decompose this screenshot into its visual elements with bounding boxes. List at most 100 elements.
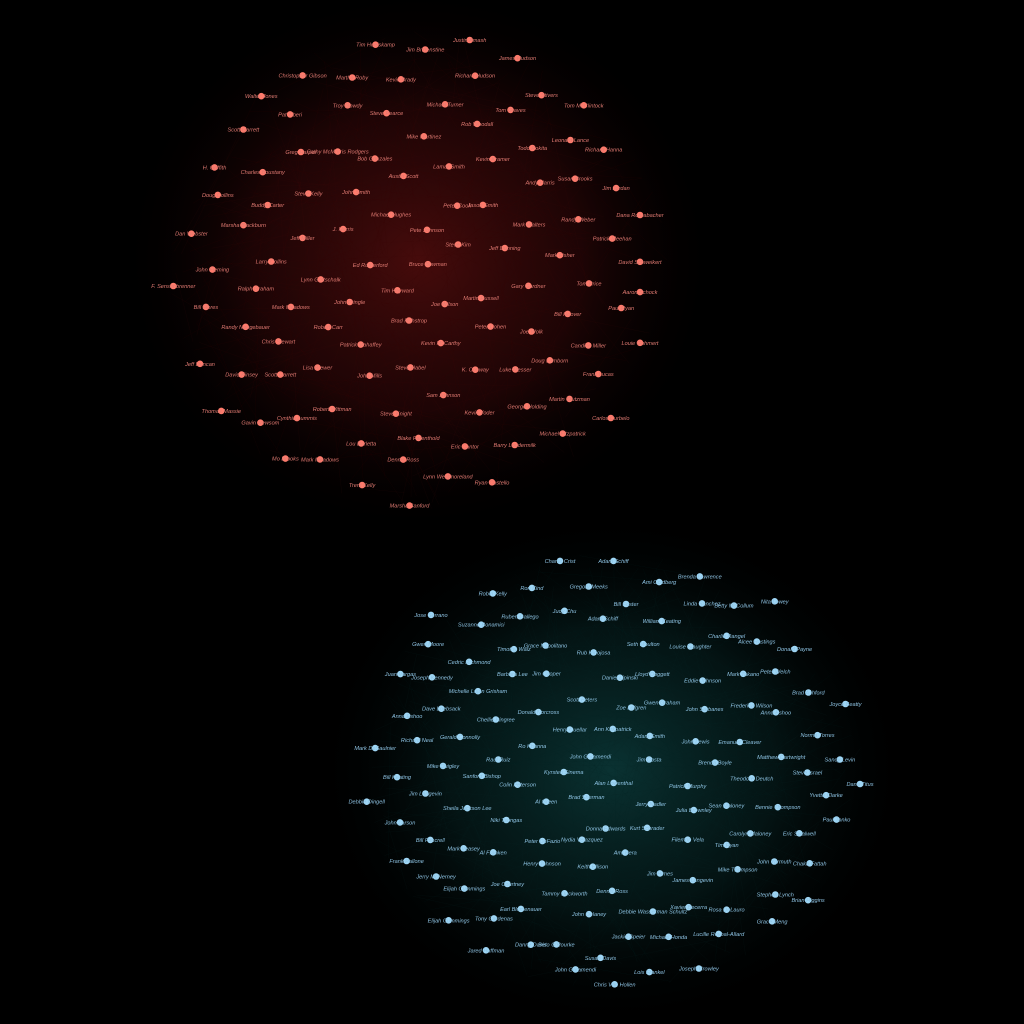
node-label: Lou Barletta [346,441,376,447]
node-label: George Holding [507,404,547,410]
node-dot [542,798,550,805]
edge [520,125,668,261]
network-node: Ami Goldberg [641,578,677,586]
node-label: Lloyd Doggett [635,672,670,678]
network-node: Bruce Bowman [409,260,447,268]
network-node: Michael Fitzpatrick [540,430,587,438]
node-dot [546,357,554,364]
node-label: Grace Napolitano [524,644,568,650]
edge [497,733,627,865]
edge [552,811,626,896]
edge [254,312,470,321]
edge [469,388,597,417]
edge [194,261,273,401]
network-node: Carolyn Maloney [729,830,772,837]
node-dot [665,933,672,941]
node-label: Theodore Deutch [730,776,773,782]
edge [321,263,466,401]
edge [362,101,490,411]
edge [424,732,743,830]
node-label: Candice Miller [571,343,608,349]
edge [175,273,194,342]
node-dot [715,930,722,938]
node-dot [357,341,365,348]
edge [699,643,746,956]
edge [463,41,528,315]
edge [324,61,345,299]
network-node: Jeff Miller [290,234,316,242]
node-dot [339,225,347,233]
node-dot [196,360,204,368]
edge [427,394,486,438]
network-node: Theodore Deutch [730,775,773,782]
network-node: Jeff Duncan [184,360,215,368]
network-node: Steve Pearce [370,109,403,117]
network-node: Julia Brownley [675,806,713,814]
node-label: Daniel Lipinski [602,676,639,682]
node-dot [607,414,615,422]
node-label: Frederica Wilson [730,703,772,709]
node-label: Bill Hoover [554,312,582,318]
node-label: Sam Johnson [426,393,460,399]
node-label: John Pringle [333,300,365,306]
edge [596,745,647,929]
network-node: Martin Stutzman [549,395,590,403]
node-dot [461,885,468,892]
edge [419,668,528,976]
network-node: Carlos Curbelo [592,414,629,422]
edge [203,299,483,311]
edge [602,635,721,802]
node-label: Joseph Kennedy [410,675,454,681]
edge [475,253,490,264]
node-label: Justin Amash [452,38,486,44]
edge [326,167,386,478]
edge [550,623,753,765]
edge [669,847,795,983]
edge [588,567,700,927]
network-node: Dana Titus [847,780,874,788]
edge [477,723,717,736]
node-label: Gerald Connolly [440,735,481,741]
network-node: Alcee Hastings [737,638,776,646]
edge [383,259,566,399]
node-label: David Kinsey [225,373,259,379]
node-label: Larry Collins [256,260,287,266]
network-node: Kevin Yoder [464,409,496,416]
edge [497,253,597,367]
edge [542,88,586,276]
edge [386,811,731,848]
edge [426,588,636,853]
edge [246,82,499,166]
node-label: John Larson [384,820,416,826]
node-label: Stephen Lynch [757,893,794,899]
network-node: Linda Sanchez [683,600,721,607]
network-node: Joe Courtney [490,880,525,888]
edge [452,624,719,731]
node-label: James Hudson [498,56,536,62]
node-label: Juan Vargas [384,672,416,678]
network-node: Scott Peters [567,696,597,704]
edge [479,136,562,245]
node-label: Kevin Kramer [476,157,511,163]
node-label: Greg Harper [285,150,317,156]
edge [593,734,852,837]
network-node: Eric Cantor [451,443,480,450]
node-label: Donald Norcross [518,710,560,716]
node-dot [610,779,617,787]
node-label: Chris Van Hollen [594,982,636,988]
node-dot [833,816,840,823]
node-label: Donna Edwards [586,827,626,833]
edge [346,153,604,217]
edge [649,208,663,223]
network-node: Tammy Duckworth [541,890,588,897]
network-node: Rob Woodall [461,120,494,128]
edge [512,626,635,744]
edge [610,661,780,852]
network-node: Doug Lamborn [531,357,568,364]
network-node: Robin Kelly [479,590,508,597]
network-node: Patrick Mahaffey [340,341,383,349]
node-dot [771,598,778,605]
